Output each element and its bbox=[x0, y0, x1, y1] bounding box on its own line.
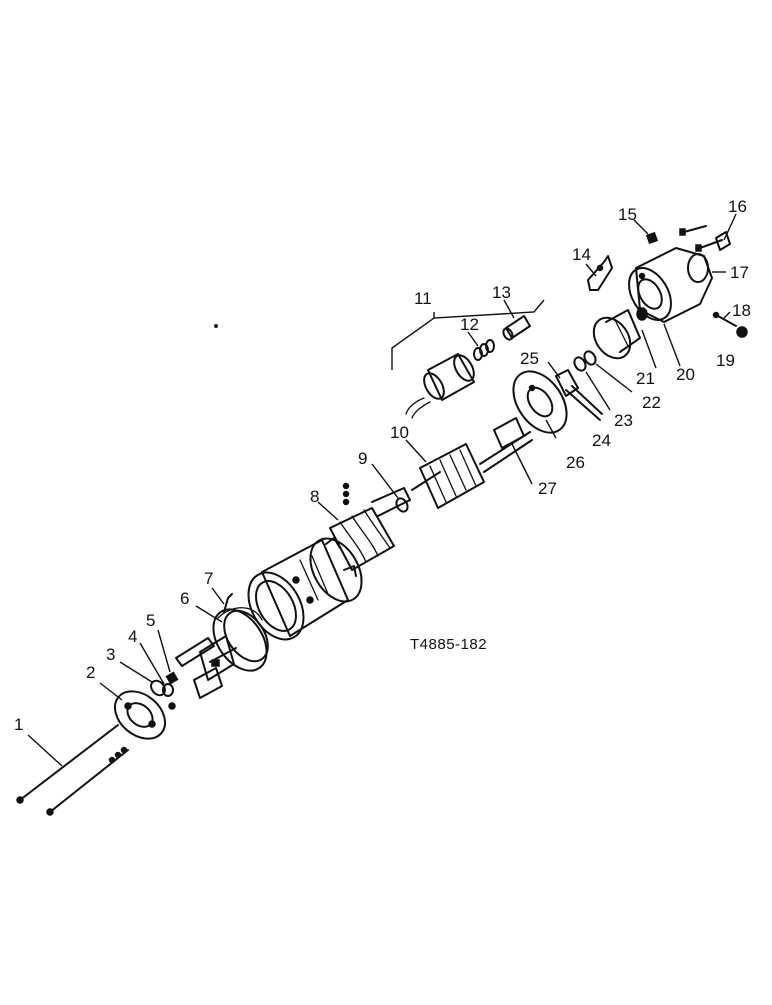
part-26-drive-end-plate bbox=[512, 370, 568, 439]
callout-9: 9 bbox=[358, 449, 368, 468]
part-7-clip bbox=[211, 587, 233, 613]
callout-19: 19 bbox=[716, 351, 735, 370]
callout-23: 23 bbox=[614, 411, 633, 430]
part-20-seal bbox=[663, 323, 681, 367]
part-6-cover-band bbox=[195, 605, 269, 672]
callout-13: 13 bbox=[492, 283, 511, 302]
callout-12: 12 bbox=[460, 315, 479, 334]
callout-14: 14 bbox=[572, 245, 591, 264]
callout-11: 11 bbox=[414, 289, 432, 308]
part-8-field-coils bbox=[317, 482, 411, 571]
brush-holder-assembly bbox=[175, 635, 237, 699]
callout-3: 3 bbox=[106, 645, 116, 664]
callout-16: 16 bbox=[728, 197, 747, 216]
part-14-shift-lever bbox=[585, 255, 613, 291]
callout-22: 22 bbox=[642, 393, 661, 412]
part-15-nut bbox=[633, 219, 659, 245]
callout-10: 10 bbox=[390, 423, 409, 442]
part-12-spring bbox=[467, 331, 495, 361]
callout-25: 25 bbox=[520, 349, 539, 368]
callout-1: 1 bbox=[14, 715, 24, 734]
callout-17: 17 bbox=[730, 263, 749, 282]
part-1-through-bolts bbox=[16, 724, 129, 816]
part-9-washer bbox=[371, 463, 409, 513]
part-24-pin bbox=[565, 385, 603, 421]
part-16-bolts bbox=[679, 213, 737, 252]
part-25-shim bbox=[547, 361, 579, 397]
callout-2: 2 bbox=[86, 663, 96, 682]
part-13-plunger bbox=[502, 299, 531, 341]
part-4-brush-spring bbox=[139, 642, 174, 697]
part-5-bushing bbox=[157, 629, 179, 710]
callout-15: 15 bbox=[618, 205, 637, 224]
callout-24: 24 bbox=[592, 431, 611, 450]
callout-26: 26 bbox=[566, 453, 585, 472]
part-21-clutch-drive bbox=[592, 307, 657, 369]
stray-mark bbox=[214, 324, 218, 328]
part-27-drive-sleeve bbox=[493, 417, 533, 485]
callout-27: 27 bbox=[538, 479, 557, 498]
callout-20: 20 bbox=[676, 365, 695, 384]
callout-8: 8 bbox=[310, 487, 320, 506]
part-10-armature bbox=[405, 431, 533, 509]
part-17-drive-housing bbox=[628, 247, 726, 323]
part-3-washer bbox=[119, 661, 166, 697]
callout-7: 7 bbox=[204, 569, 214, 588]
callout-5: 5 bbox=[146, 611, 156, 630]
part-23-washer bbox=[573, 356, 611, 411]
part-2-end-frame bbox=[99, 682, 167, 740]
callout-21: 21 bbox=[636, 369, 655, 388]
callout-6: 6 bbox=[180, 589, 190, 608]
part-18-bolt bbox=[712, 311, 737, 327]
part-22-washer bbox=[583, 350, 633, 393]
callout-18: 18 bbox=[732, 301, 751, 320]
field-frame-housing bbox=[247, 537, 363, 641]
part-19-nut bbox=[736, 326, 748, 338]
drawing-code: T4885-182 bbox=[410, 636, 488, 653]
part-11-solenoid-assembly bbox=[391, 299, 545, 419]
callout-4: 4 bbox=[128, 627, 138, 646]
